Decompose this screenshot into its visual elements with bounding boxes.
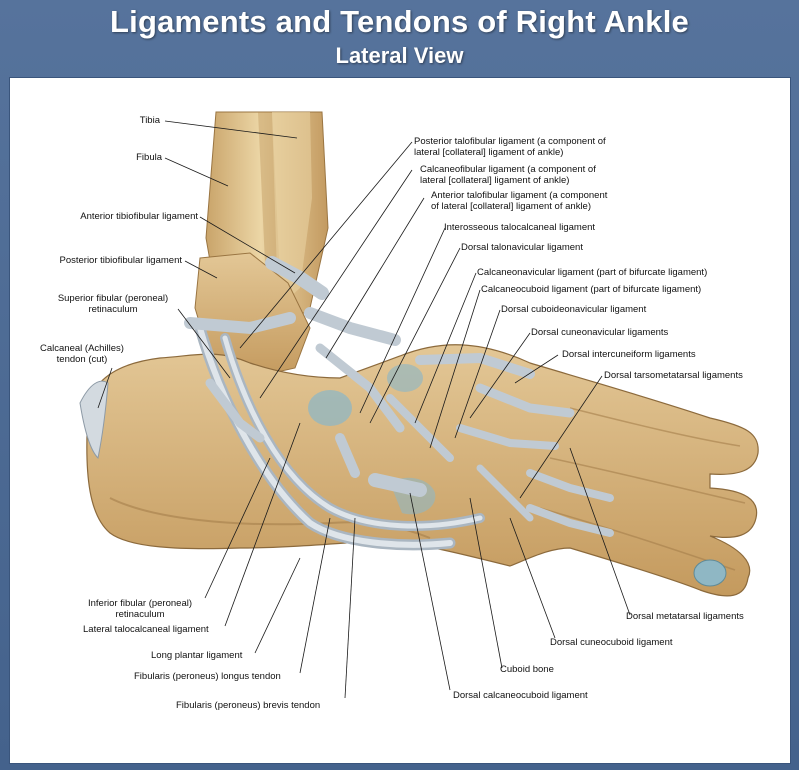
label-calcaneofibular-line1: Calcaneofibular ligament (a component of <box>420 164 596 175</box>
label-calcaneal-line1: Calcaneal (Achilles) <box>40 343 124 354</box>
label-superior-fibular-line1: Superior fibular (peroneal) <box>57 293 169 304</box>
label-calcaneocuboid: Calcaneocuboid ligament (part of bifurca… <box>481 284 702 295</box>
label-posterior-talofibular-line2: lateral [collateral] ligament of ankle) <box>414 147 564 158</box>
header: Ligaments and Tendons of Right Ankle Lat… <box>0 0 799 76</box>
label-dorsal-intercuneiform: Dorsal intercuneiform ligaments <box>562 349 696 360</box>
label-dorsal-cuneonavicular: Dorsal cuneonavicular ligaments <box>531 327 669 338</box>
label-fibularis-longus: Fibularis (peroneus) longus tendon <box>134 671 281 682</box>
label-dorsal-cuneocuboid: Dorsal cuneocuboid ligament <box>550 637 673 648</box>
label-interosseous-talocalcaneal: Interosseous talocalcaneal ligament <box>444 222 596 233</box>
label-anterior-talofibular-line1: Anterior talofibular ligament (a compone… <box>431 190 608 201</box>
label-posterior-talofibular-line1: Posterior talofibular ligament (a compon… <box>414 136 606 147</box>
label-dorsal-calcaneocuboid: Dorsal calcaneocuboid ligament <box>453 690 588 701</box>
label-fibularis-brevis: Fibularis (peroneus) brevis tendon <box>176 700 321 711</box>
label-posterior-tibiofibular: Posterior tibiofibular ligament <box>59 255 182 266</box>
label-calcaneofibular-line2: lateral [collateral] ligament of ankle) <box>420 175 570 186</box>
ankle-illustration <box>79 111 759 699</box>
label-dorsal-metatarsal: Dorsal metatarsal ligaments <box>626 611 744 622</box>
label-anterior-talofibular-line2: of lateral [collateral] ligament of ankl… <box>431 201 591 212</box>
illustration-panel: Tibia Fibula Anterior tibiofibular ligam… <box>9 77 791 764</box>
label-inferior-fibular-line2: retinaculum <box>115 609 165 620</box>
foot-bones <box>86 344 759 597</box>
label-long-plantar: Long plantar ligament <box>151 650 243 661</box>
label-dorsal-tarsometatarsal: Dorsal tarsometatarsal ligaments <box>604 370 743 381</box>
label-superior-fibular-line2: retinaculum <box>88 304 138 315</box>
figure-subtitle: Lateral View <box>335 43 464 68</box>
leg-bones <box>194 111 329 379</box>
label-tibia: Tibia <box>139 115 160 126</box>
label-calcaneal-line2: tendon (cut) <box>56 354 108 365</box>
label-fibula: Fibula <box>136 152 162 163</box>
ligaments-group <box>184 256 614 551</box>
label-cuboid-bone: Cuboid bone <box>500 664 554 675</box>
label-calcaneonavicular: Calcaneonavicular ligament (part of bifu… <box>477 267 708 278</box>
label-anterior-tibiofibular: Anterior tibiofibular ligament <box>80 211 198 222</box>
label-inferior-fibular-line1: Inferior fibular (peroneal) <box>87 598 193 609</box>
label-lateral-talocalcaneal: Lateral talocalcaneal ligament <box>83 624 209 635</box>
label-dorsal-cuboideonavicular: Dorsal cuboideonavicular ligament <box>501 304 647 315</box>
figure-title: Ligaments and Tendons of Right Ankle <box>110 4 689 39</box>
leader-lines <box>97 120 631 699</box>
label-dorsal-talonavicular: Dorsal talonavicular ligament <box>461 242 583 253</box>
